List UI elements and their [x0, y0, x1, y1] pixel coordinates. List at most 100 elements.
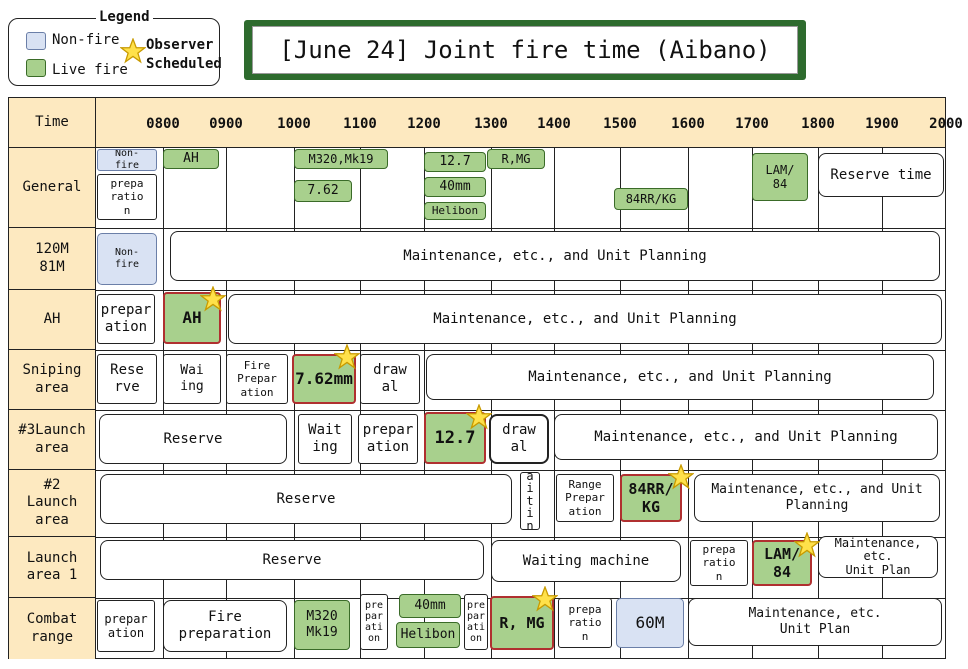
time-tick-label: 1500	[603, 116, 637, 132]
time-tick-label: 0800	[146, 116, 180, 132]
row-grid-line	[95, 350, 946, 351]
legend-title: Legend	[96, 9, 153, 25]
launch3-maintenance-block: Maintenance, etc., and Unit Planning	[554, 414, 938, 460]
time-tick-label: 1200	[407, 116, 441, 132]
combat-preparation3-block: pre par ati on	[464, 594, 488, 650]
legend-livefire-swatch	[26, 59, 46, 77]
legend-star-icon	[120, 38, 146, 64]
general-ah-block: AH	[163, 149, 219, 169]
launch3-withdrawal-block: draw al	[489, 414, 549, 464]
launch2-observer-star-icon	[668, 464, 694, 490]
launch1-maintenance-block: Maintenance, etc. Unit Plan	[818, 536, 938, 578]
time-tick-label: 1700	[735, 116, 769, 132]
combat-preparation-block: prepar ation	[97, 600, 155, 652]
row-label: #2 Launch area	[9, 470, 95, 537]
general-84rr-block: 84RR/KG	[614, 188, 688, 210]
hour-grid-line	[491, 148, 492, 659]
hour-grid-line	[688, 148, 689, 659]
label-column-divider	[95, 97, 96, 659]
general-preparation-block: prepa ratio n	[97, 174, 157, 220]
sniping-withdrawal-block: draw al	[360, 354, 420, 404]
schedule-grid	[8, 97, 946, 659]
combat-preparation2-block: pre par ati on	[360, 594, 388, 650]
launch3-reserve-block: Reserve	[99, 414, 287, 464]
time-tick-label: 1600	[671, 116, 705, 132]
combat-observer-star-icon	[532, 586, 558, 612]
time-tick-label: 1300	[474, 116, 508, 132]
combat-helibon-block: Helibon	[396, 622, 460, 648]
row-label: Launch area 1	[9, 537, 95, 598]
row-grid-line	[95, 537, 946, 538]
row-label: #3Launch area	[9, 410, 95, 470]
hour-grid-line	[424, 148, 425, 659]
sniping-maintenance-block: Maintenance, etc., and Unit Planning	[426, 354, 934, 400]
combat-m320-block: M320 Mk19	[294, 600, 350, 650]
combat-preparation4-block: prepa ratio n	[558, 598, 612, 648]
general-40mm-block: 40mm	[424, 177, 486, 197]
combat-40mm-block: 40mm	[399, 594, 461, 618]
launch2-range-preparation-block: Range Prepar ation	[556, 474, 614, 522]
ah-preparation-block: prepar ation	[97, 294, 155, 344]
row-label: Sniping area	[9, 350, 95, 410]
launch3-observer-star-icon	[466, 404, 492, 430]
time-tick-label: 1000	[277, 116, 311, 132]
launch2-waiting-vertical-block: a i t i n	[520, 472, 540, 530]
sniping-waiting-block: Wai ing	[163, 354, 221, 404]
time-header-band	[95, 98, 945, 148]
general-m320-block: M320,Mk19	[294, 149, 388, 169]
title-inner: [June 24] Joint fire time (Aibano)	[252, 26, 798, 74]
launch3-waiting-block: Wait ing	[298, 414, 352, 464]
launch2-reserve-block: Reserve	[100, 474, 512, 524]
time-tick-label: 1400	[537, 116, 571, 132]
general-lam-block: LAM/ 84	[752, 153, 808, 201]
hour-grid-line	[554, 148, 555, 659]
launch2-maintenance-block: Maintenance, etc., and Unit Planning	[694, 474, 940, 522]
time-tick-label: 1900	[865, 116, 899, 132]
launch1-observer-star-icon	[794, 532, 820, 558]
time-tick-label: 1800	[801, 116, 835, 132]
m120-nonfire-block: Non- fire	[97, 233, 157, 285]
general-127-block: 12.7	[424, 152, 486, 172]
launch2-84rr-block: 84RR/ KG	[620, 474, 682, 522]
hour-grid-line	[882, 148, 883, 659]
legend-scheduled-label: Scheduled	[146, 56, 222, 72]
row-grid-line	[95, 470, 946, 471]
launch1-preparation-block: prepa ratio n	[690, 540, 748, 586]
legend-nonfire-label: Non-fire	[52, 32, 120, 48]
hour-grid-line	[752, 148, 753, 659]
launch1-reserve-block: Reserve	[100, 540, 484, 580]
hour-grid-line	[620, 148, 621, 659]
legend-observer-label: Observer	[146, 37, 214, 53]
sniping-fire-preparation-block: Fire Prepar ation	[226, 354, 288, 404]
time-header-label: Time	[9, 98, 95, 148]
hour-grid-line	[818, 148, 819, 659]
launch3-preparation-block: prepar ation	[358, 414, 418, 464]
legend-livefire-label: Live fire	[52, 62, 128, 78]
general-rmg-block: R,MG	[487, 149, 545, 169]
row-label: 120M 81M	[9, 228, 95, 290]
general-reserve-time-block: Reserve time	[818, 153, 944, 197]
row-grid-line	[95, 410, 946, 411]
time-tick-label: 2000	[929, 116, 963, 132]
row-label: General	[9, 148, 95, 228]
launch1-lam-block: LAM/ 84	[752, 540, 812, 586]
row-grid-line	[95, 290, 946, 291]
legend-nonfire-swatch	[26, 32, 46, 50]
ah-maintenance-block: Maintenance, etc., and Unit Planning	[228, 294, 942, 344]
time-tick-label: 1100	[343, 116, 377, 132]
row-label: Combat range	[9, 598, 95, 659]
sniping-observer-star-icon	[334, 344, 360, 370]
general-nonfire-block: Non- fire	[97, 149, 157, 171]
combat-fire-preparation-block: Fire preparation	[163, 600, 287, 652]
combat-60m-block: 60M	[616, 598, 684, 648]
launch1-waiting-machine-block: Waiting machine	[491, 540, 681, 582]
m120-maintenance-block: Maintenance, etc., and Unit Planning	[170, 231, 940, 281]
time-tick-label: 0900	[209, 116, 243, 132]
row-grid-line	[95, 228, 946, 229]
general-helibon-block: Helibon	[424, 202, 486, 220]
general-762-block: 7.62	[294, 180, 352, 202]
row-label: AH	[9, 290, 95, 350]
page-title: [June 24] Joint fire time (Aibano)	[279, 36, 771, 64]
sniping-reserve-block: Rese rve	[97, 354, 157, 404]
combat-maintenance-block: Maintenance, etc. Unit Plan	[688, 598, 942, 646]
